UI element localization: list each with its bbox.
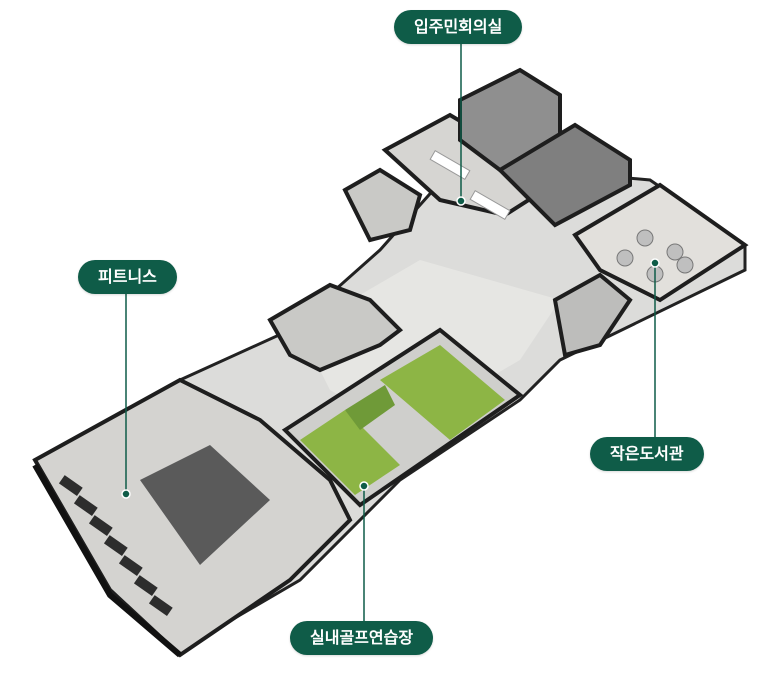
utility-room [342,167,423,243]
fitness-mat [140,445,270,565]
marker-golf [359,481,369,491]
marker-fitness [121,489,131,499]
label-library: 작은도서관 [590,437,704,471]
fitness-window-wall [32,463,182,658]
golf-bay-1 [300,410,400,495]
golf-bay-2 [380,345,505,440]
meeting-tables [429,149,511,221]
marker-library [650,258,660,268]
library-room [572,182,749,303]
label-fitness: 피트니스 [78,260,177,294]
restroom-block [267,282,404,373]
treadmill-row [58,475,173,616]
marker-meeting [456,196,466,206]
stairwell [552,272,633,358]
golf-screen-1 [345,385,395,430]
label-golf: 실내골프연습장 [290,621,434,655]
library-tables [616,229,694,283]
storage-room-2 [496,122,632,228]
label-meeting-room: 입주민회의실 [394,10,523,44]
